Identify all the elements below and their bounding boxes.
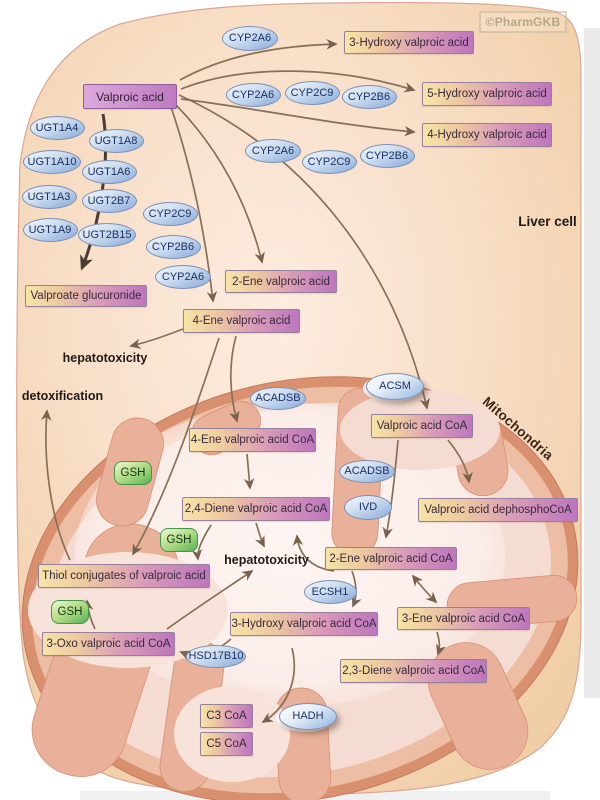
enzyme-ugt1a6[interactable]: UGT1A6	[81, 160, 137, 184]
enzyme-ivd[interactable]: IVD	[344, 494, 392, 520]
enzyme-hadh[interactable]: HADH	[279, 702, 337, 730]
cofactor-gsh-3[interactable]: GSH	[51, 600, 89, 624]
node-valproic-acid-dephosphocoa[interactable]: Valproic acid dephosphoCoA	[418, 498, 578, 522]
enzyme-cyp2c9-4h[interactable]: CYP2C9	[301, 150, 357, 174]
arrow-2enecoa-3enecoa	[411, 574, 438, 604]
label-detoxification: detoxification	[21, 389, 104, 403]
arrow-4ene-thiol	[132, 337, 220, 556]
node-23-diene-valproic-acid-coa[interactable]: 2,3-Diene valproic acid CoA	[340, 659, 487, 683]
node-valproic-acid-coa[interactable]: Valproic acid CoA	[371, 414, 473, 438]
enzyme-ugt1a4[interactable]: UGT1A4	[29, 116, 85, 140]
enzyme-ugt1a9[interactable]: UGT1A9	[22, 218, 78, 242]
arrow-3oxocoa-hepato	[166, 569, 254, 630]
cofactor-gsh-2[interactable]: GSH	[160, 528, 198, 552]
arrow-vpa-5hydroxy	[180, 70, 416, 93]
node-2-ene-valproic-acid[interactable]: 2-Ene valproic acid	[225, 270, 337, 293]
arrow-24diene-thiol	[191, 524, 212, 561]
enzyme-cyp2b6-ene[interactable]: CYP2B6	[145, 235, 201, 259]
enzyme-acadsb-membrane[interactable]: ACADSB	[250, 386, 306, 410]
enzyme-ugt1a8[interactable]: UGT1A8	[88, 129, 144, 153]
node-4-hydroxy-valproic-acid[interactable]: 4-Hydroxy valproic acid	[422, 123, 552, 147]
node-4-ene-valproic-acid-coa[interactable]: 4-Ene valproic acid CoA	[189, 428, 316, 452]
node-3-hydroxy-valproic-acid-coa[interactable]: 3-Hydroxy valproic acid CoA	[230, 612, 378, 636]
label-hepatotoxicity-upper: hepatotoxicity	[62, 351, 148, 365]
node-c3-coa[interactable]: C3 CoA	[200, 704, 253, 728]
scan-artifact-right	[584, 28, 600, 698]
enzyme-acadsb-matrix[interactable]: ACADSB	[339, 459, 395, 483]
arrow-vpa-3hydroxy	[179, 39, 338, 81]
arrow-24diene-hepato	[255, 522, 265, 548]
enzyme-cyp2a6-top[interactable]: CYP2A6	[222, 25, 278, 51]
arrow-vpa-2ene	[175, 104, 265, 264]
arrow-3hydroxycoa-c3c5	[261, 647, 296, 723]
arrow-vpacoa-2enecoa	[382, 439, 399, 539]
enzyme-cyp2a6-5h[interactable]: CYP2A6	[225, 83, 281, 107]
node-valproic-acid[interactable]: Valproic acid	[83, 84, 177, 109]
label-hepatotoxicity-inner: hepatotoxicity	[224, 553, 309, 567]
node-2-ene-valproic-acid-coa[interactable]: 2-Ene valproic acid CoA	[325, 547, 457, 570]
node-3-oxo-valproic-acid-coa[interactable]: 3-Oxo valproic acid CoA	[42, 632, 175, 656]
arrow-vpacoa-dephospho	[447, 439, 473, 484]
node-3-hydroxy-valproic-acid[interactable]: 3-Hydroxy valproic acid	[344, 31, 474, 54]
enzyme-cyp2a6-4h[interactable]: CYP2A6	[245, 139, 301, 163]
node-thiol-conjugates[interactable]: Thiol conjugates of valproic acid	[38, 564, 210, 588]
enzyme-ugt2b7[interactable]: UGT2B7	[81, 189, 137, 213]
node-5-hydroxy-valproic-acid[interactable]: 5-Hydroxy valproic acid	[422, 82, 552, 106]
arrow-4ene-hepatotoxicity	[129, 328, 184, 349]
enzyme-cyp2b6-4h[interactable]: CYP2B6	[359, 144, 415, 168]
enzyme-ecsh1[interactable]: ECSH1	[303, 580, 357, 604]
enzyme-ugt2b15[interactable]: UGT2B15	[78, 223, 136, 247]
node-valproate-glucuronide[interactable]: Valproate glucuronide	[25, 285, 147, 307]
arrow-vpa-4hydroxy	[180, 98, 416, 137]
pharmgkb-watermark: ©PharmGKB	[479, 11, 567, 33]
arrow-4enecoa-24diene	[243, 453, 255, 490]
enzyme-cyp2c9-5h[interactable]: CYP2C9	[284, 81, 340, 105]
enzyme-cyp2c9-ene[interactable]: CYP2C9	[142, 202, 198, 226]
cofactor-gsh-1[interactable]: GSH	[114, 461, 152, 485]
node-3-ene-valproic-acid-coa[interactable]: 3-Ene valproic acid CoA	[397, 607, 530, 630]
enzyme-ugt1a3[interactable]: UGT1A3	[21, 185, 77, 209]
arrow-4ene-4enecoa	[229, 335, 240, 423]
enzyme-hsd17b10[interactable]: HSD17B10	[186, 644, 246, 668]
mitochondrion	[21, 376, 579, 800]
arrow-3enecoa-23diene	[436, 631, 446, 656]
enzyme-cyp2b6-5h[interactable]: CYP2B6	[341, 85, 397, 109]
arrow-thiol-detox	[40, 409, 71, 561]
node-24-diene-valproic-acid-coa[interactable]: 2,4-Diene valproic acid CoA	[182, 497, 330, 521]
arrow-vpa-vpacoa	[178, 94, 430, 410]
label-liver-cell: Liver cell	[518, 214, 577, 229]
node-c5-coa[interactable]: C5 CoA	[200, 732, 253, 756]
node-4-ene-valproic-acid[interactable]: 4-Ene valproic acid	[183, 309, 300, 333]
enzyme-cyp2a6-ene[interactable]: CYP2A6	[155, 265, 211, 289]
enzyme-ugt1a10[interactable]: UGT1A10	[23, 150, 81, 174]
enzyme-acsm[interactable]: ACSM	[366, 372, 424, 400]
